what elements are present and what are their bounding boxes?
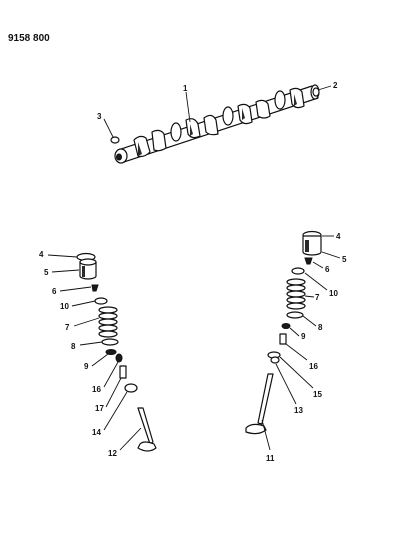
left-seat-insert — [124, 383, 138, 393]
camshaft-rear-plug — [312, 87, 320, 97]
callout-right-5: 5 — [342, 255, 347, 264]
left-retainer — [94, 297, 108, 305]
right-stem-seal — [279, 333, 287, 345]
callout-left-6: 6 — [52, 287, 57, 296]
left-tappet — [79, 258, 97, 280]
right-spring-seat — [286, 311, 304, 319]
camshaft — [114, 84, 320, 164]
right-tappet — [302, 235, 322, 256]
left-spring — [98, 306, 118, 338]
callout-right-13: 13 — [294, 406, 303, 415]
camshaft-front-plug — [110, 136, 120, 144]
left-valve-assembly — [76, 252, 157, 452]
callout-left-16: 16 — [92, 385, 101, 394]
left-stem-seal — [115, 353, 123, 363]
right-spring — [286, 278, 306, 310]
callout-left-12: 12 — [108, 449, 117, 458]
right-keeper — [304, 257, 313, 265]
callout-left-17: 17 — [95, 404, 104, 413]
left-washer — [105, 349, 117, 355]
callout-2: 2 — [333, 81, 338, 90]
callout-left-14: 14 — [92, 428, 101, 437]
left-valve — [137, 407, 157, 452]
right-valve — [245, 373, 274, 435]
callout-3: 3 — [97, 112, 102, 121]
callout-left-8: 8 — [71, 342, 76, 351]
callout-1: 1 — [183, 84, 188, 93]
callout-right-15: 15 — [313, 390, 322, 399]
callout-left-7: 7 — [65, 323, 70, 332]
callout-right-7: 7 — [315, 293, 320, 302]
callout-left-5: 5 — [44, 268, 49, 277]
left-spring-seat — [101, 338, 119, 346]
callout-right-4: 4 — [336, 232, 341, 241]
callout-right-6: 6 — [325, 265, 330, 274]
right-valve-assembly — [245, 230, 322, 435]
camshaft-lobes — [133, 87, 305, 158]
right-retainer — [291, 267, 305, 275]
callout-left-10: 10 — [60, 302, 69, 311]
right-seat-insert — [270, 356, 280, 364]
callout-right-10: 10 — [329, 289, 338, 298]
callout-right-16: 16 — [309, 362, 318, 371]
left-keeper — [91, 284, 99, 292]
callout-right-11: 11 — [266, 454, 275, 463]
left-valve-guide — [119, 365, 127, 379]
right-washer — [281, 323, 291, 329]
callout-left-4: 4 — [39, 250, 44, 259]
callout-right-9: 9 — [301, 332, 306, 341]
callout-right-8: 8 — [318, 323, 323, 332]
callout-left-9: 9 — [84, 362, 89, 371]
document-number: 9158 800 — [8, 33, 50, 44]
